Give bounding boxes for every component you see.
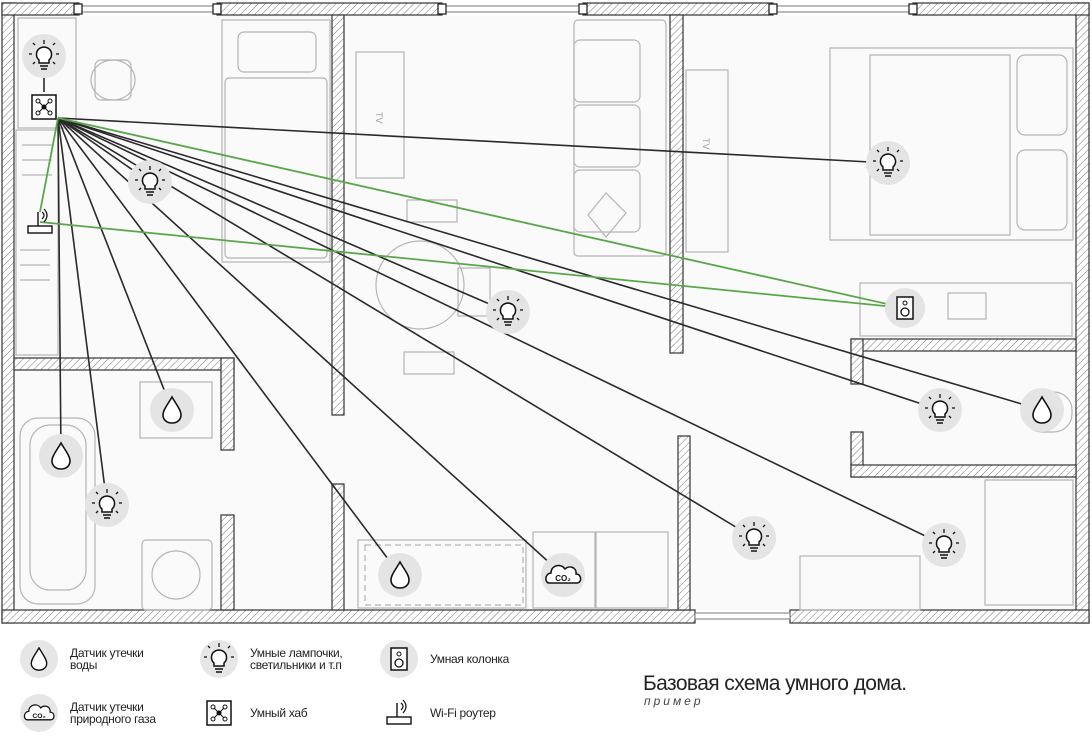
legend-smart-lights: Умные лампочки, светильники и т.п <box>200 640 343 678</box>
diagram-title: Базовая схема умного дома. <box>643 672 907 695</box>
svg-text:CO₂: CO₂ <box>32 713 45 720</box>
light-bulb-icon <box>21 33 67 79</box>
hub-icon <box>206 700 232 726</box>
speaker-icon <box>390 647 408 671</box>
wifi-connections <box>39 117 906 309</box>
light-bulb-icon <box>485 289 531 335</box>
legend-smart-speaker: Умная колонка <box>380 640 509 678</box>
tv-label-living: TV <box>374 112 384 124</box>
speaker-icon <box>885 288 925 328</box>
light-bulb-icon <box>731 515 777 561</box>
gas-cloud-icon: CO₂ <box>23 704 55 721</box>
router-icon <box>27 208 53 234</box>
legend-leak-sensor: Датчик утечки воды <box>20 640 144 678</box>
light-bulb-icon <box>865 140 911 186</box>
outer-walls <box>1 2 1090 624</box>
light-bulb-icon <box>204 643 234 673</box>
interior-walls <box>13 14 1077 611</box>
water-drop-icon <box>38 433 84 479</box>
legend-wifi-router-label: Wi-Fi роутер <box>430 706 496 720</box>
hub-icon <box>31 94 57 120</box>
light-bulb-icon <box>127 159 173 205</box>
tv-label-bedroom: TV <box>701 138 711 150</box>
floor-plan: TV TV <box>1 2 1090 624</box>
legend-wifi-router: Wi-Fi роутер <box>380 694 496 732</box>
legend-smart-lights-label: Умные лампочки, светильники и т.п <box>250 646 343 672</box>
legend-smart-hub-label: Умный хаб <box>250 706 308 720</box>
light-bulb-icon <box>921 522 967 568</box>
light-bulb-icon <box>917 387 963 433</box>
legend-gas-sensor: CO₂ Датчик утечки природного газа <box>20 694 156 732</box>
legend-gas-sensor-label: Датчик утечки природного газа <box>70 700 156 726</box>
legend-smart-hub: Умный хаб <box>200 694 308 732</box>
legend-smart-speaker-label: Умная колонка <box>430 652 509 666</box>
water-drop-icon <box>30 647 48 671</box>
water-drop-icon <box>149 387 195 433</box>
water-drop-icon <box>1019 387 1065 433</box>
gas-co2-label: CO₂ <box>555 574 571 583</box>
diagram-subtitle: пример <box>644 694 704 708</box>
gas-sensor: CO₂ <box>541 553 585 597</box>
legend-leak-sensor-label: Датчик утечки воды <box>70 646 144 672</box>
water-drop-icon <box>377 552 423 598</box>
light-bulb-icon <box>84 482 130 528</box>
router-icon <box>386 699 412 725</box>
